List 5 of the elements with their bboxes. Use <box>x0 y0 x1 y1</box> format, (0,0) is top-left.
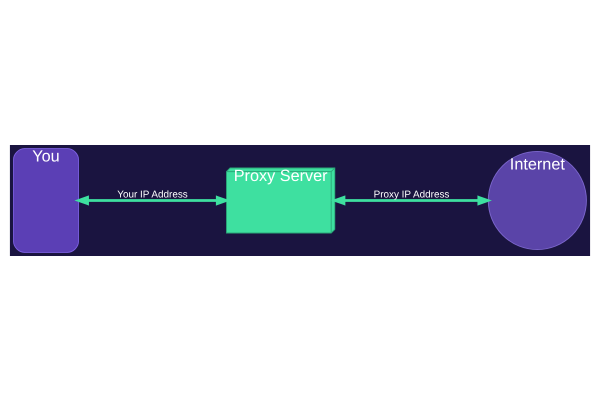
node-box: You <box>13 148 79 252</box>
node-circle: Internet <box>488 150 587 250</box>
edge-label: Proxy IP Address <box>374 189 450 200</box>
edge-label: Your IP Address <box>117 189 188 200</box>
arrow <box>330 194 492 206</box>
